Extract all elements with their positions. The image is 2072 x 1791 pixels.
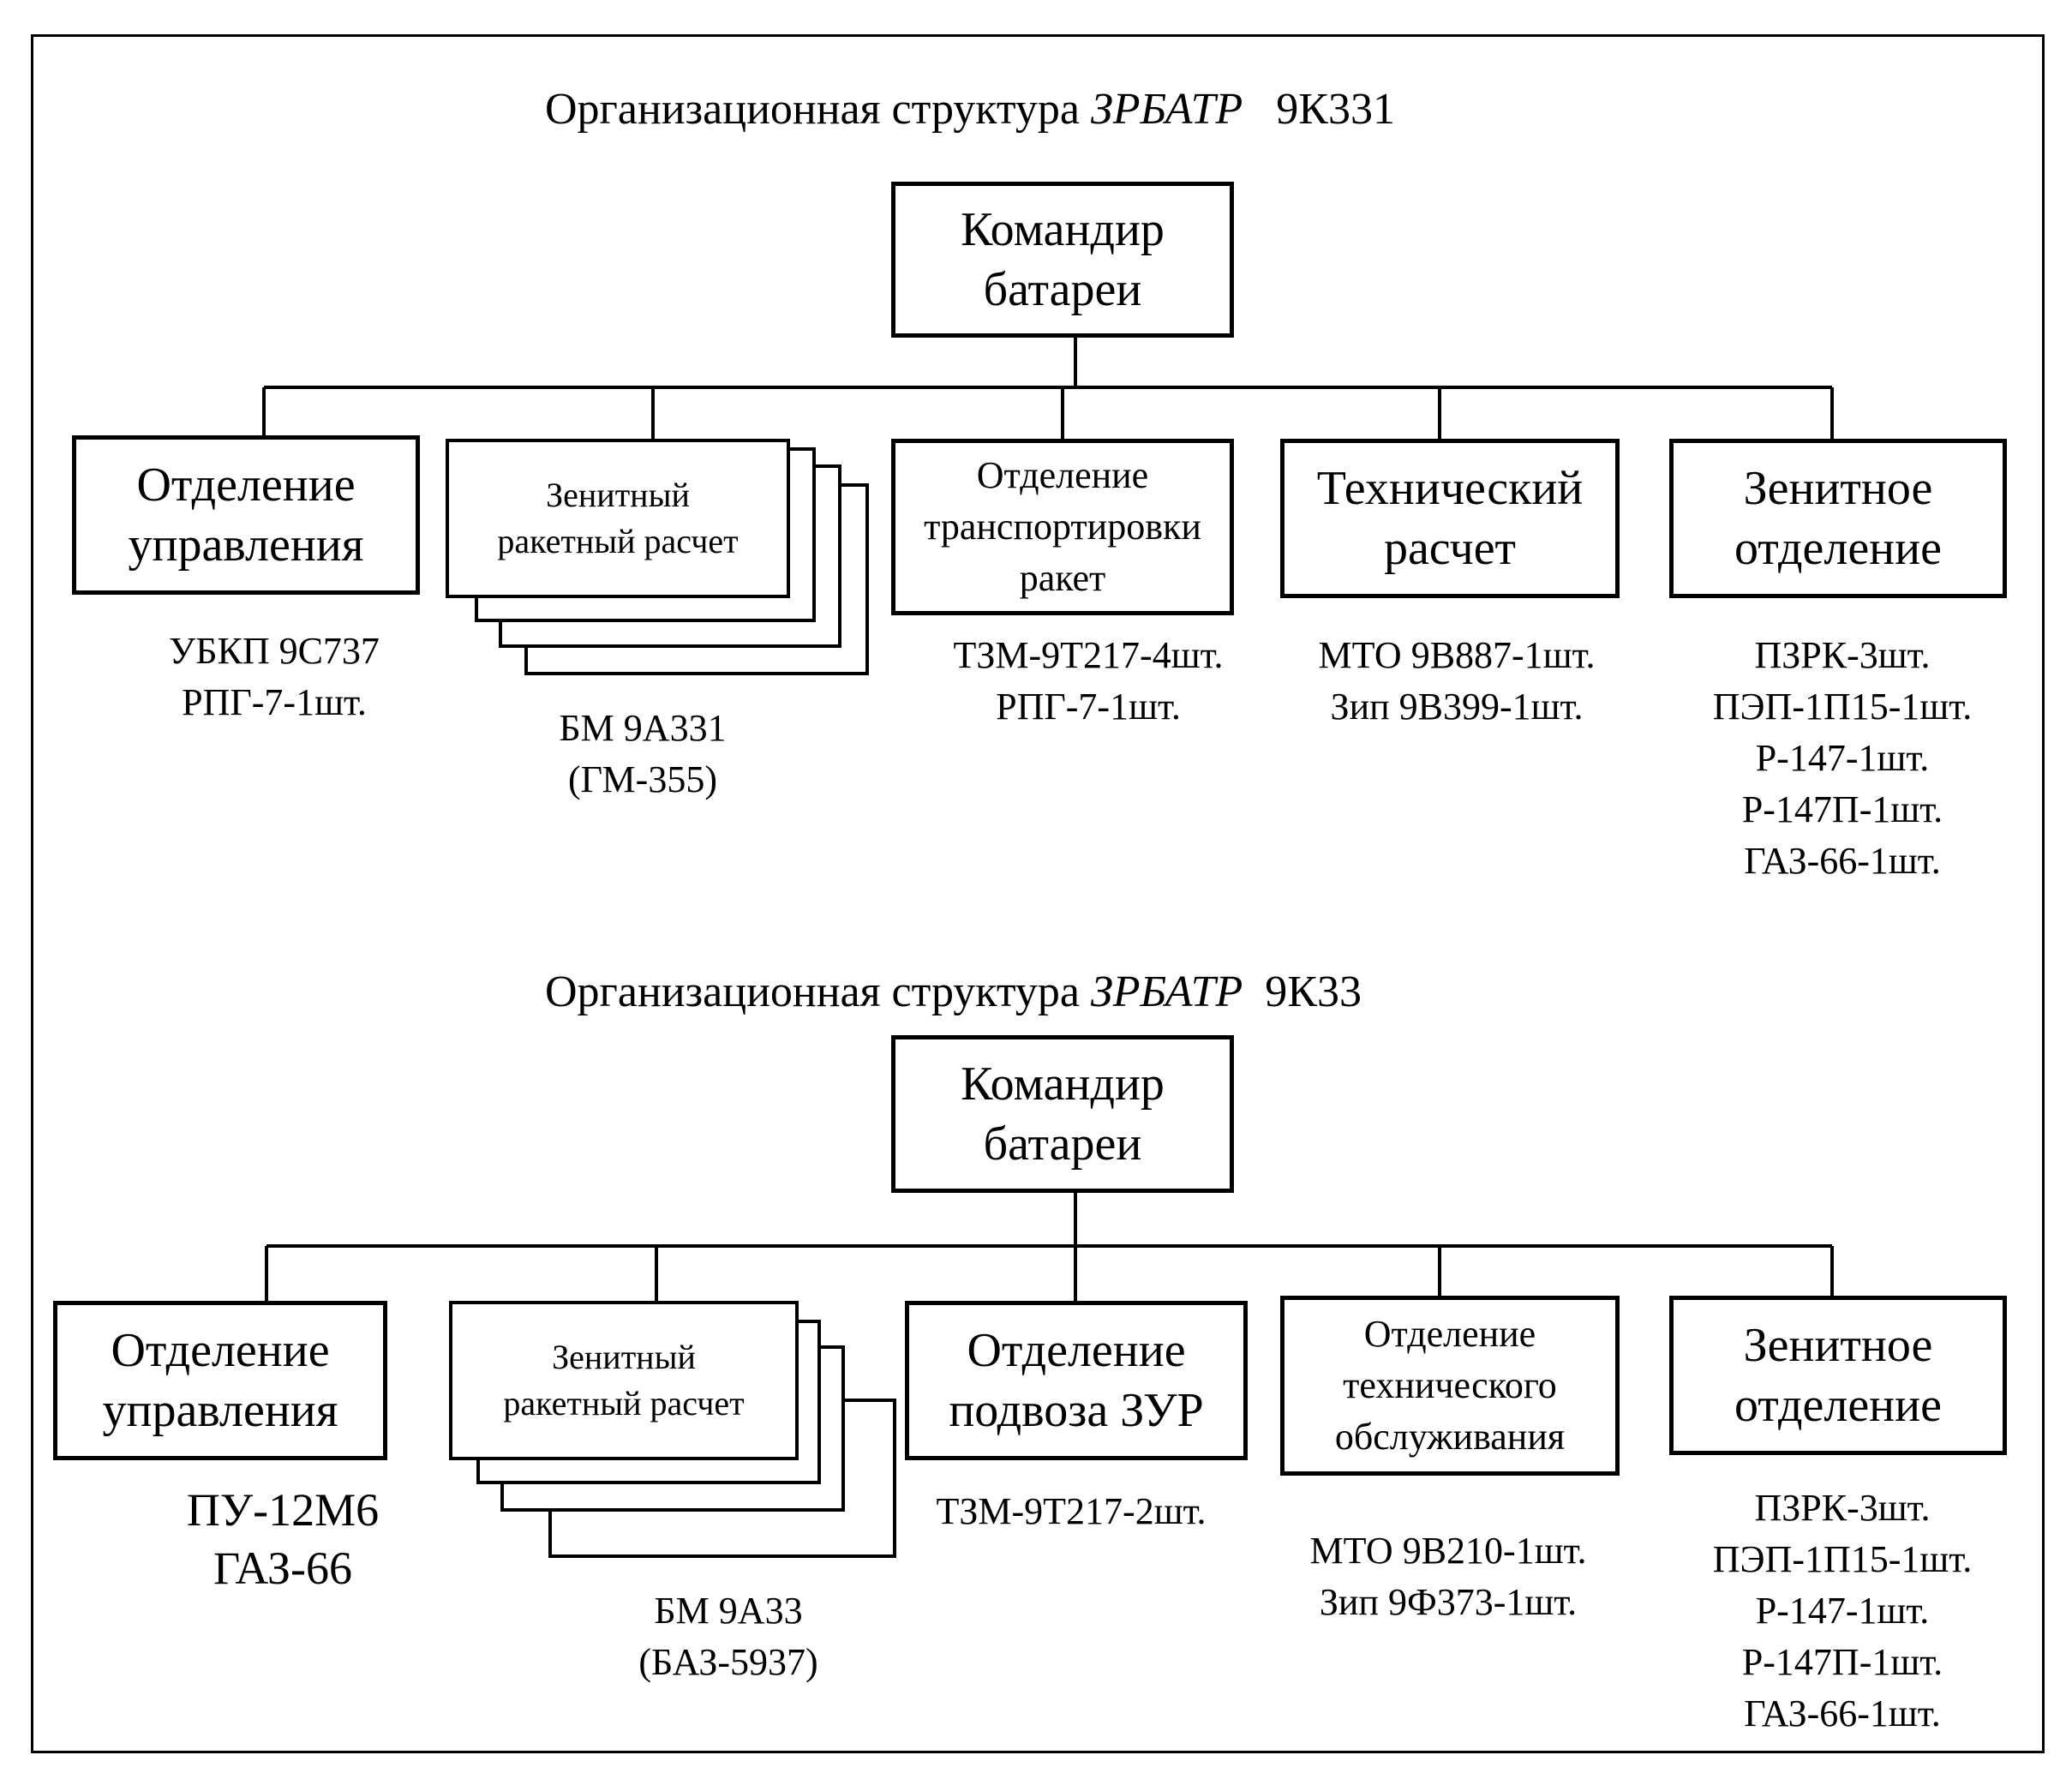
chart2-maintenance-unit-box: Отделение технического обслуживания	[1280, 1296, 1620, 1476]
chart2-control-unit-box: Отделение управления	[53, 1301, 387, 1460]
chart1-technical-equipment: МТО 9В887-1шт. Зип 9В399-1шт.	[1318, 634, 1596, 728]
chart2-crew-box: Зенитный ракетный расчет	[449, 1301, 799, 1460]
chart1-commander-box: Командир батареи	[891, 182, 1234, 338]
chart2-title: Организационная структура ЗРБАТР 9К33	[545, 967, 1362, 1016]
chart1-crew-box: Зенитный ракетный расчет	[446, 439, 790, 598]
chart1-control-equipment: УБКП 9С737 РПГ-7-1шт.	[169, 630, 380, 723]
chart1-transport-equipment: ТЗМ-9Т217-4шт. РПГ-7-1шт.	[953, 634, 1224, 728]
chart2-maintenance-equipment: МТО 9В210-1шт. Зип 9Ф373-1шт.	[1309, 1530, 1587, 1623]
chart1-air-defense-unit-box: Зенитное отделение	[1669, 439, 2007, 598]
chart2-missile-supply-equipment: ТЗМ-9Т217-2шт.	[936, 1490, 1207, 1532]
chart2-crew-equipment: БМ 9А33 (БАЗ-5937)	[638, 1590, 818, 1683]
chart1-transport-unit-box: Отделение транспортировки ракет	[891, 439, 1234, 615]
chart2-control-equipment: ПУ-12М6 ГАЗ-66	[186, 1484, 380, 1594]
chart1-control-unit-box: Отделение управления	[72, 435, 420, 595]
chart2-missile-supply-unit-box: Отделение подвоза ЗУР	[905, 1301, 1248, 1460]
chart1-crew-equipment: БМ 9А331 (ГМ-355)	[559, 707, 727, 800]
chart2-air-defense-unit-box: Зенитное отделение	[1669, 1296, 2007, 1455]
chart2-commander-box: Командир батареи	[891, 1035, 1234, 1193]
chart1-air-defense-equipment: ПЗРК-3шт. ПЭП-1П15-1шт. Р-147-1шт. Р-147…	[1712, 634, 1973, 882]
chart1-title: Организационная структура ЗРБАТР 9К331	[545, 85, 1395, 134]
chart1-technical-crew-box: Технический расчет	[1280, 439, 1620, 598]
chart2-air-defense-equipment: ПЗРК-3шт. ПЭП-1П15-1шт. Р-147-1шт. Р-147…	[1712, 1487, 1973, 1734]
diagram-frame	[31, 34, 2045, 1753]
